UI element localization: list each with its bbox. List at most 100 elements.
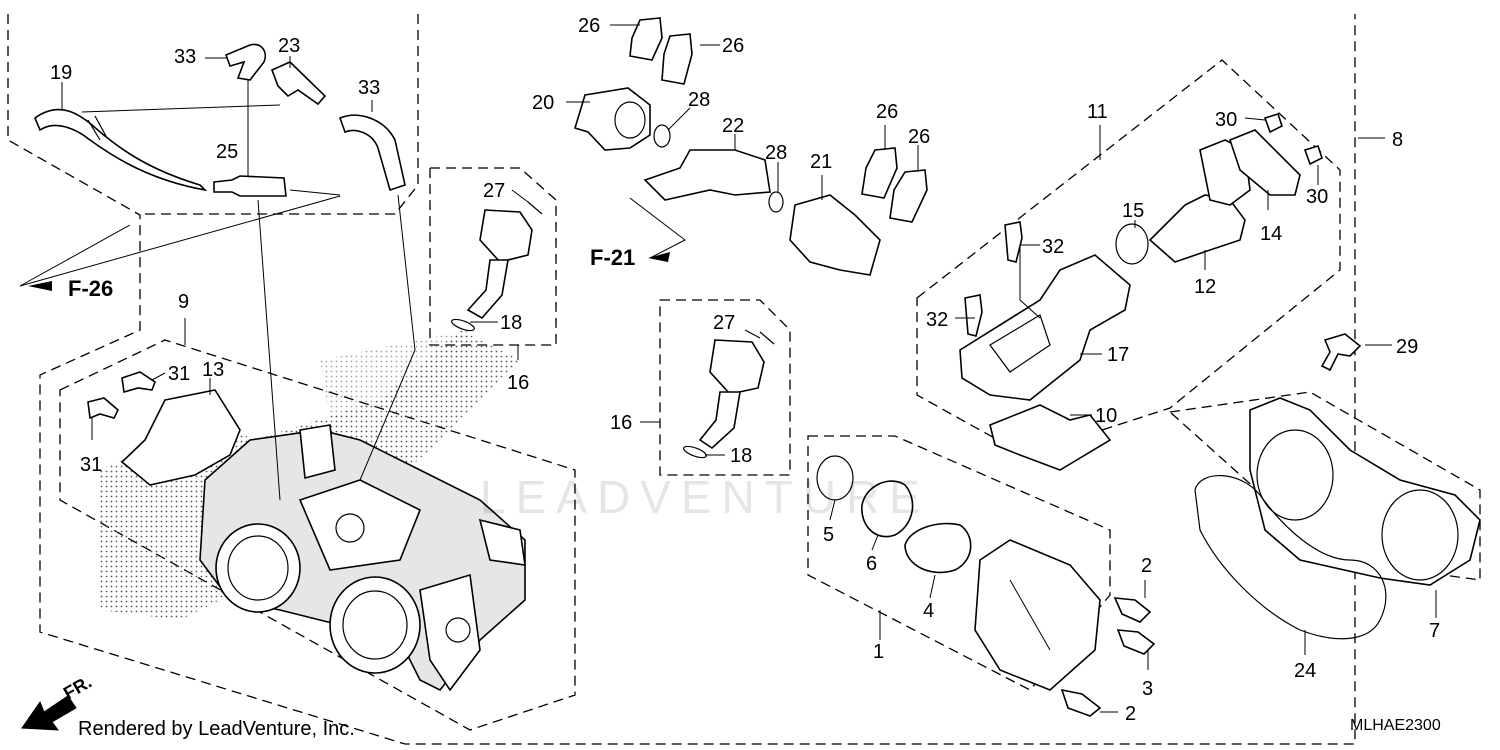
joint-25 xyxy=(213,175,287,197)
credit-text: Rendered by LeadVenture, Inc. xyxy=(78,718,355,740)
oring-18a xyxy=(451,318,475,332)
seal-4 xyxy=(904,522,972,574)
callout-28: 28 xyxy=(765,142,787,164)
part-21 xyxy=(789,194,881,276)
pin-27b xyxy=(759,331,775,345)
hose-19-clip xyxy=(87,115,107,141)
callout-9: 9 xyxy=(178,291,189,313)
hose-19 xyxy=(34,108,208,192)
screw-30-a xyxy=(1263,113,1283,134)
housing-17 xyxy=(959,254,1131,401)
callout-16: 16 xyxy=(610,412,632,434)
callout-13: 13 xyxy=(202,359,224,381)
bolt-26-a xyxy=(629,17,663,61)
group-outline-1 xyxy=(807,435,1111,691)
ref-f26-arrow xyxy=(28,281,52,291)
cover-7 xyxy=(1249,397,1481,586)
oring-18b xyxy=(683,445,707,459)
joint-23 xyxy=(270,61,327,106)
callout-32: 32 xyxy=(1042,236,1064,258)
callout-26: 26 xyxy=(876,101,898,123)
callout-6: 6 xyxy=(866,553,877,575)
callout-30: 30 xyxy=(1215,109,1237,131)
cover-7-bowl-right xyxy=(1381,489,1459,581)
plate-14 xyxy=(1229,129,1301,196)
screw-32-b xyxy=(964,294,983,337)
oring-28b xyxy=(768,191,784,213)
callout-15: 15 xyxy=(1122,200,1144,222)
callout-10: 10 xyxy=(1095,405,1117,427)
callout-18: 18 xyxy=(730,445,752,467)
callout-24: 24 xyxy=(1294,660,1316,682)
callout-25: 25 xyxy=(216,141,238,163)
diagram-code: MLHAE2300 xyxy=(1350,717,1441,734)
callout-11: 11 xyxy=(1087,101,1108,123)
bolt-31-a xyxy=(121,371,156,394)
bolt-3 xyxy=(1116,629,1156,655)
callout-22: 22 xyxy=(722,115,744,137)
bolt-26-c xyxy=(861,147,898,199)
callout-4: 4 xyxy=(923,600,934,622)
group-outline-hose-inner xyxy=(140,14,419,215)
group-outline-11 xyxy=(916,59,1341,456)
part-20 xyxy=(574,87,651,151)
gasket-10 xyxy=(989,404,1112,471)
callout-33: 33 xyxy=(174,46,196,68)
housing-17-cap xyxy=(989,314,1051,373)
callout-29: 29 xyxy=(1396,336,1418,358)
bolt-26-b xyxy=(661,33,693,85)
cover-7-bowl-left xyxy=(1256,429,1334,521)
part-20-bore xyxy=(614,101,646,139)
pin-27a xyxy=(527,201,543,215)
callout-33: 33 xyxy=(358,77,380,99)
callout-14: 14 xyxy=(1260,223,1282,245)
group-outline-9 xyxy=(59,339,576,731)
module-1 xyxy=(974,539,1101,691)
bolt-29 xyxy=(1320,333,1362,372)
callout-27: 27 xyxy=(483,180,505,202)
callout-26: 26 xyxy=(578,15,600,37)
ref-f26: F-26 xyxy=(68,276,113,301)
bolt-2-b xyxy=(1060,688,1102,717)
bolt-31-b xyxy=(87,397,119,420)
joint-22 xyxy=(643,149,771,201)
callout-2: 2 xyxy=(1141,555,1152,577)
screw-32-a xyxy=(1004,221,1023,263)
sensor-12 xyxy=(1148,194,1246,263)
callout-8: 8 xyxy=(1392,129,1403,151)
callout-31: 31 xyxy=(80,454,102,476)
front-arrow-icon xyxy=(21,695,77,731)
callout-23: 23 xyxy=(278,35,300,57)
callout-26: 26 xyxy=(722,35,744,57)
injector-16b xyxy=(698,339,765,450)
ref-f21-arrow xyxy=(648,252,670,262)
callout-3: 3 xyxy=(1142,678,1153,700)
callout-12: 12 xyxy=(1194,276,1216,298)
callout-27: 27 xyxy=(713,312,735,334)
bracket-13 xyxy=(120,389,241,486)
hose-33-right xyxy=(338,114,406,192)
callout-7: 7 xyxy=(1429,620,1440,642)
bolt-2-a xyxy=(1113,597,1152,623)
group-outline-16a xyxy=(429,167,557,346)
screw-30-b xyxy=(1303,145,1323,166)
callout-28: 28 xyxy=(688,89,710,111)
oring-15 xyxy=(1115,223,1149,265)
callout-2: 2 xyxy=(1125,703,1136,725)
callout-19: 19 xyxy=(50,62,72,84)
callout-20: 20 xyxy=(532,92,554,114)
ref-f21: F-21 xyxy=(590,245,635,270)
callout-5: 5 xyxy=(823,524,834,546)
group-outline-hose xyxy=(7,14,1356,745)
injector-16a xyxy=(466,209,533,320)
seal-6 xyxy=(861,480,914,538)
callout-26: 26 xyxy=(908,126,930,148)
gasket-24 xyxy=(1194,475,1387,640)
bolt-26-d xyxy=(889,169,928,223)
callout-17: 17 xyxy=(1107,344,1129,366)
callout-16: 16 xyxy=(507,372,529,394)
group-outline-16b xyxy=(659,299,791,476)
callout-labels: 1 2 2 2 3 4 5 6 7 8 9 10 11 12 13 14 15 … xyxy=(50,15,1440,725)
callout-18: 18 xyxy=(500,312,522,334)
